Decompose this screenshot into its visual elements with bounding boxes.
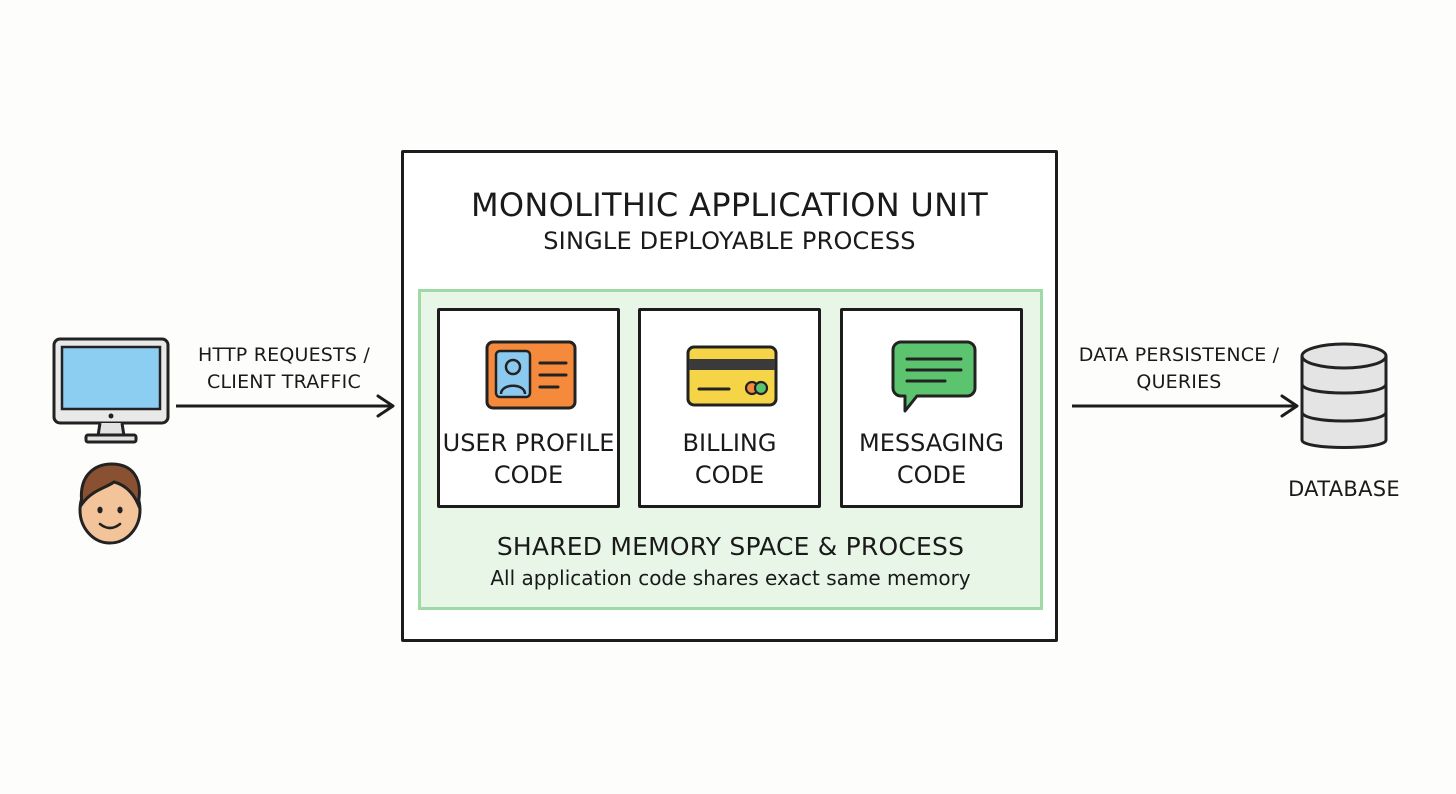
data-persistence-label-line2: QUERIES — [1136, 371, 1222, 393]
shared-memory-title: SHARED MEMORY SPACE & PROCESS — [496, 532, 965, 561]
monolith-subtitle: SINGLE DEPLOYABLE PROCESS — [543, 227, 916, 255]
chat-bubble-icon — [891, 340, 977, 413]
client-traffic-label-line2: CLIENT TRAFFIC — [207, 371, 361, 393]
monolith-title: MONOLITHIC APPLICATION UNIT — [471, 186, 988, 224]
user-face-icon — [78, 462, 142, 545]
id-card-icon — [485, 340, 577, 410]
credit-card-icon — [686, 345, 778, 407]
data-persistence-label-line1: DATA PERSISTENCE / — [1078, 344, 1280, 366]
module-billing-label: BILLING CODE — [641, 427, 818, 491]
module-billing-line2: CODE — [694, 461, 765, 489]
database-label: DATABASE — [1288, 477, 1400, 501]
client-traffic-label-line1: HTTP REQUESTS / — [198, 344, 370, 366]
module-user-profile-label: USER PROFILE CODE — [440, 427, 617, 491]
module-user-profile: USER PROFILE CODE — [437, 308, 620, 508]
module-billing-line1: BILLING — [682, 429, 777, 457]
module-billing: BILLING CODE — [638, 308, 821, 508]
shared-memory-description: All application code shares exact same m… — [490, 566, 971, 590]
client-to-monolith-arrow — [176, 394, 395, 418]
module-messaging-label: MESSAGING CODE — [843, 427, 1020, 491]
client-traffic-label: HTTP REQUESTS / CLIENT TRAFFIC — [170, 342, 398, 396]
module-user-profile-line2: CODE — [493, 461, 564, 489]
monolith-to-database-arrow — [1072, 394, 1299, 418]
desktop-monitor-icon — [52, 337, 170, 444]
module-messaging: MESSAGING CODE — [840, 308, 1023, 508]
module-messaging-line1: MESSAGING — [858, 429, 1004, 457]
module-user-profile-line1: USER PROFILE — [442, 429, 615, 457]
data-persistence-label: DATA PERSISTENCE / QUERIES — [1060, 342, 1298, 396]
module-messaging-line2: CODE — [896, 461, 967, 489]
database-cylinder-icon — [1300, 342, 1388, 449]
